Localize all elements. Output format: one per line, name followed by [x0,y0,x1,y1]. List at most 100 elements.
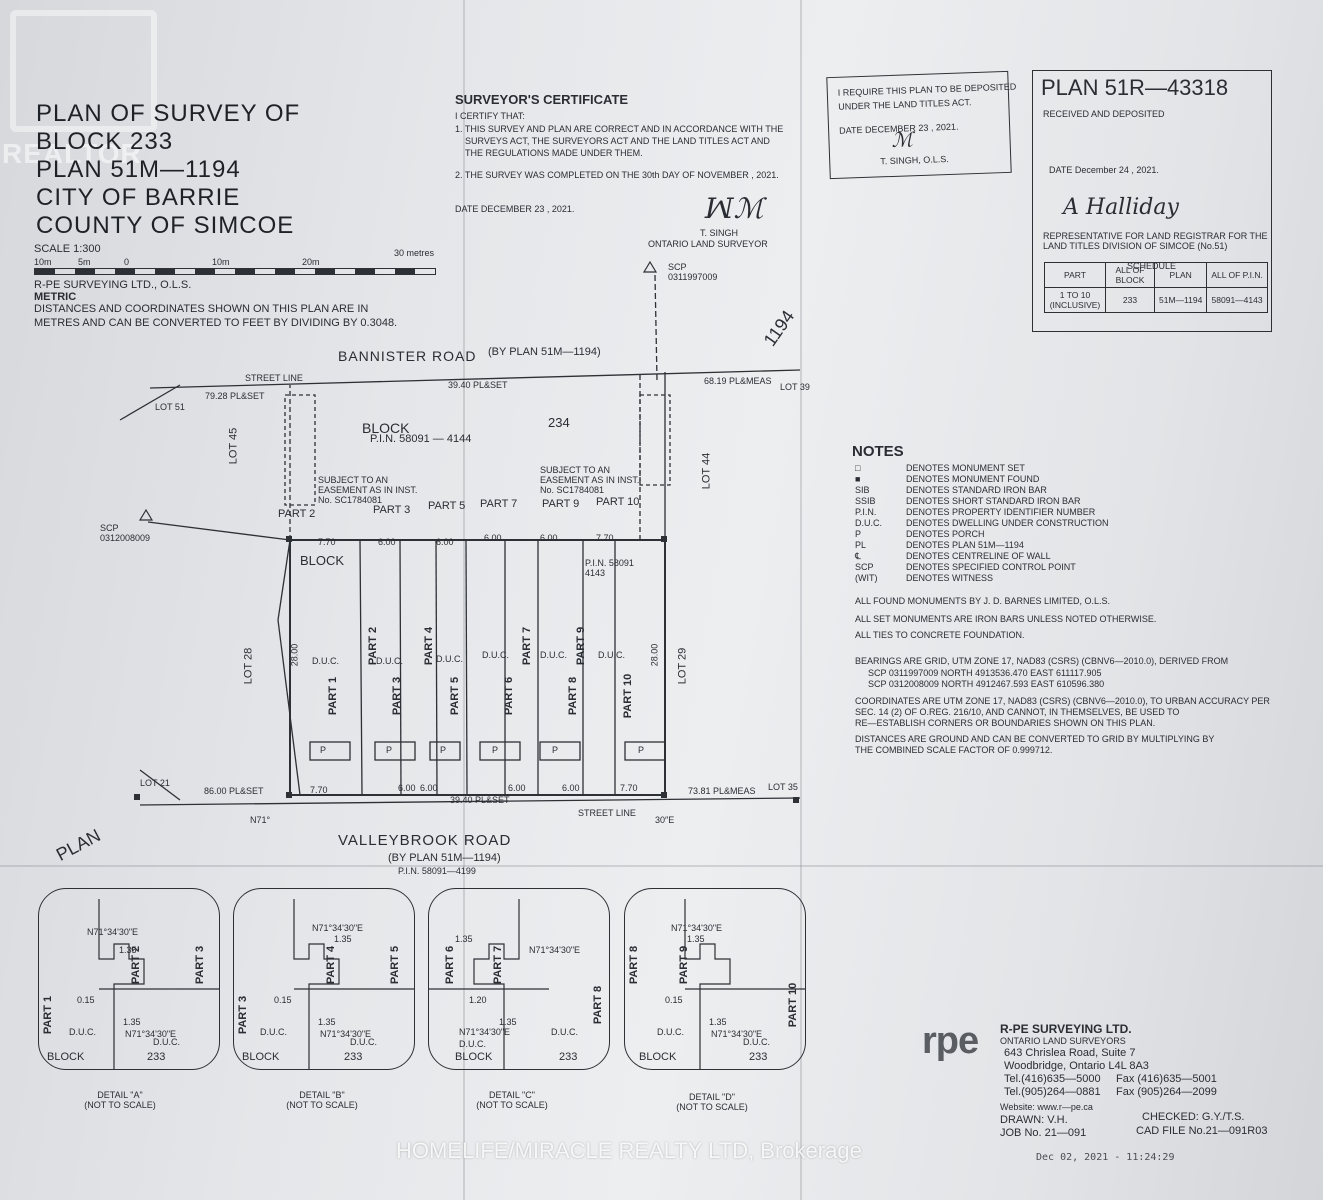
block-233-label: BLOCK [300,553,345,568]
part-label: PART 8 [567,676,580,716]
drawn-by: DRAWN: V.H. [1000,1114,1068,1126]
duc-label: D.U.C. [312,656,339,666]
part-label: PART 3 [391,676,404,716]
lot-label: LOT 21 [140,778,170,788]
brokerage-watermark: HOMELIFE/MIRACLE REALTY LTD, Brokerage [396,1138,862,1163]
dimension: 6.00 [398,783,416,793]
porch-label: P [492,745,499,755]
dimension: 6.00 [436,537,454,547]
porch-label: P [440,745,447,755]
metric-note: METRES AND CAN BE CONVERTED TO FEET BY D… [34,317,398,329]
easement-note: SUBJECT TO AN EASEMENT AS IN INST. No. S… [540,465,640,495]
certificate-text: 1. THIS SURVEY AND PLAN ARE CORRECT AND … [455,124,784,134]
notes-heading: NOTES [852,443,904,460]
dimension: 7.70 [310,785,328,795]
realtor-watermark-logo: REALTOR [0,0,157,185]
street-line-label: STREET LINE [245,373,303,383]
note-text: RE—ESTABLISH CORNERS OR BOUNDARIES SHOWN… [855,718,1156,728]
note-text: SCP 0312008009 NORTH 4912467.593 EAST 61… [868,679,1105,689]
note-text: SCP 0311997009 NORTH 4913536.470 EAST 61… [868,668,1102,678]
lot-label: LOT 39 [780,382,810,392]
title-line: PLAN 51M—1194 [36,156,241,183]
distance-label: 68.19 PL&MEAS [704,376,772,386]
title-line: CITY OF BARRIE [36,184,241,211]
firm-name: R-PE SURVEYING LTD. [1000,1022,1132,1036]
note-text: SEC. 14 (2) OF O.REG. 216/10, AND CANNOT… [855,707,1180,717]
detail-b: N71°34'30"E 1.35 0.15 1.35 N71°34'30"E D… [233,888,415,1070]
lot-label: LOT 28 [242,647,255,685]
firm-address: 643 Chrislea Road, Suite 7 [1004,1047,1136,1059]
title-line: PLAN OF SURVEY OF [36,100,301,127]
block-233-outline [289,539,666,796]
cad-file: CAD FILE No.21—091R03 [1136,1125,1268,1137]
duc-label: D.U.C. [598,650,625,660]
note-text: BEARINGS ARE GRID, UTM ZONE 17, NAD83 (C… [855,656,1229,666]
part-label: PART 9 [575,626,588,666]
part-label: PART 7 [480,498,518,510]
note-text: ALL SET MONUMENTS ARE IRON BARS UNLESS N… [855,614,1157,624]
dimension: 6.00 [540,533,558,543]
dimension: 6.00 [378,537,396,547]
dimension: 7.70 [620,783,638,793]
porch-label: P [386,745,393,755]
block-234-label: BLOCK [362,420,410,436]
certificate-text: 2. THE SURVEY WAS COMPLETED ON THE 30th … [455,170,779,180]
duc-label: D.U.C. [376,656,403,666]
firm-website: Website: www.r—pe.ca [1000,1102,1093,1112]
certificate-text: THE REGULATIONS MADE UNDER THEM. [465,148,643,158]
scale-label: SCALE 1:300 [34,243,101,255]
part-label: PART 10 [596,496,640,508]
lot-label: LOT 44 [700,452,713,490]
title-line: COUNTY OF SIMCOE [36,212,295,239]
block-234-pin: P.I.N. 58091 — 4144 [370,433,472,445]
dimension: 6.00 [562,783,580,793]
checked-by: CHECKED: G.Y./T.S. [1142,1111,1245,1123]
part-label: PART 1 [327,676,340,716]
distance-label: 39.40 PL&SET [450,795,510,805]
detail-a-caption: DETAIL "A"(NOT TO SCALE) [84,1090,156,1110]
certificate-heading: SURVEYOR'S CERTIFICATE [455,92,629,107]
control-point-label: SCP 0311997009 [668,262,718,282]
plan-number: PLAN 51R—43318 [1041,75,1229,100]
certificate-date: DATE DECEMBER 23 , 2021. [455,204,575,214]
note-text: ALL FOUND MONUMENTS BY J. D. BARNES LIMI… [855,596,1111,606]
firm-sub: ONTARIO LAND SURVEYORS [1000,1036,1126,1046]
note-text: THE COMBINED SCALE FACTOR OF 0.999712. [855,745,1053,755]
part-label: PART 6 [503,676,516,716]
firm-fax: Fax (416)635—5001 [1116,1073,1217,1085]
bearing-label: 30″E [655,815,675,825]
note-text: ALL TIES TO CONCRETE FOUNDATION. [855,630,1025,640]
detail-c: 1.35 N71°34'30"E 1.20 1.35 N71°34'30"E D… [428,888,610,1070]
duc-label: D.U.C. [436,654,463,664]
bannister-road-label: BANNISTER ROAD [338,348,477,364]
firm-tel: Tel.(905)264—0881 [1004,1086,1101,1098]
part-label: PART 10 [622,673,635,719]
part-label: PART 2 [278,508,316,520]
dimension: 28.00 [289,643,300,667]
dimension: 7.70 [318,537,336,547]
firm-fax: Fax (905)264—2099 [1116,1086,1217,1098]
bannister-road-sub: (BY PLAN 51M—1194) [488,346,601,358]
print-timestamp: Dec 02, 2021 - 11:24:29 [1036,1152,1175,1163]
porch-label: P [552,745,559,755]
lot-label: LOT 45 [227,427,240,465]
firm-label: R-PE SURVEYING LTD., O.L.S. [34,279,192,291]
detail-c-caption: DETAIL "C"(NOT TO SCALE) [476,1090,548,1110]
detail-b-caption: DETAIL "B"(NOT TO SCALE) [286,1090,358,1110]
dimension: 6.00 [484,533,502,543]
control-point-label: SCP 0312008009 [100,523,151,543]
schedule-table: PART ALL OF BLOCK PLAN ALL OF P.I.N. 1 T… [1044,262,1268,313]
rpe-logo: rpe [922,1020,979,1062]
duc-label: D.U.C. [540,650,567,660]
porch-label: P [320,745,327,755]
certificate-text: I CERTIFY THAT: [455,111,525,121]
certificate-signer: T. SINGH [700,228,739,238]
dimension: 6.00 [508,783,526,793]
valleybrook-road-sub: (BY PLAN 51M—1194) [388,852,501,864]
distance-label: 79.28 PL&SET [205,391,265,401]
easement-note: SUBJECT TO AN EASEMENT AS IN INST. No. S… [318,475,418,505]
street-line-label: STREET LINE [578,808,636,818]
part-label: PART 5 [449,676,462,716]
block-233-pin: P.I.N. 58091 4143 [585,558,634,578]
